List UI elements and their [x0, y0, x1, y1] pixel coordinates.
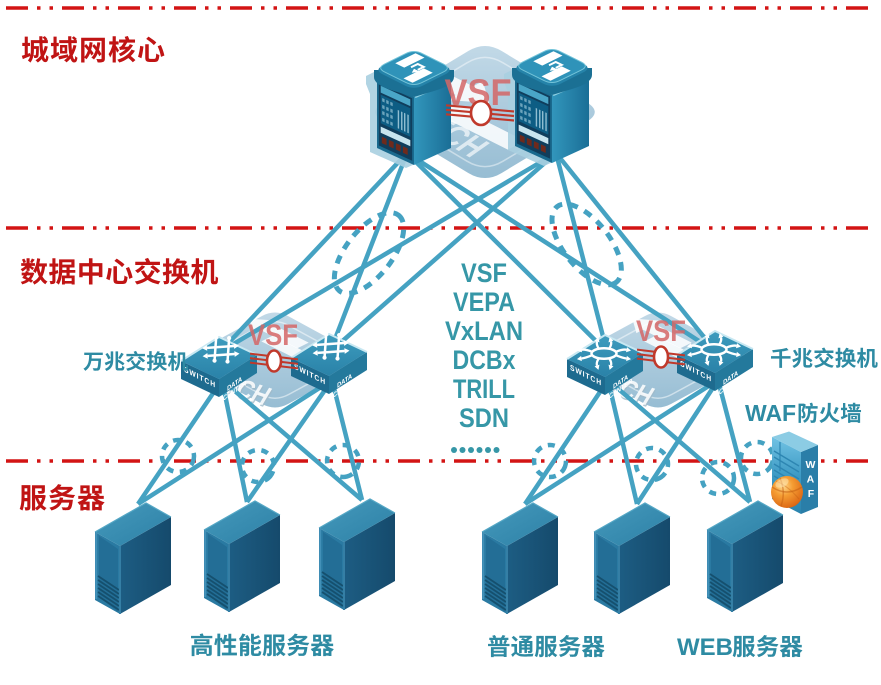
svg-text:DCBx: DCBx [453, 345, 516, 375]
svg-text:VxLAN: VxLAN [445, 316, 523, 346]
svg-text:VEPA: VEPA [453, 287, 515, 317]
svg-text:W: W [806, 459, 816, 471]
svg-text:WEB: WEB [677, 634, 733, 661]
svg-text:SDN: SDN [459, 403, 509, 433]
svg-text:WAF: WAF [745, 400, 796, 426]
svg-text:TRILL: TRILL [453, 374, 515, 404]
svg-text:VSF: VSF [461, 258, 507, 288]
svg-text:A: A [807, 474, 815, 486]
svg-text:VSF: VSF [248, 319, 298, 352]
svg-text:VSF: VSF [636, 315, 686, 348]
svg-text:F: F [808, 488, 815, 500]
